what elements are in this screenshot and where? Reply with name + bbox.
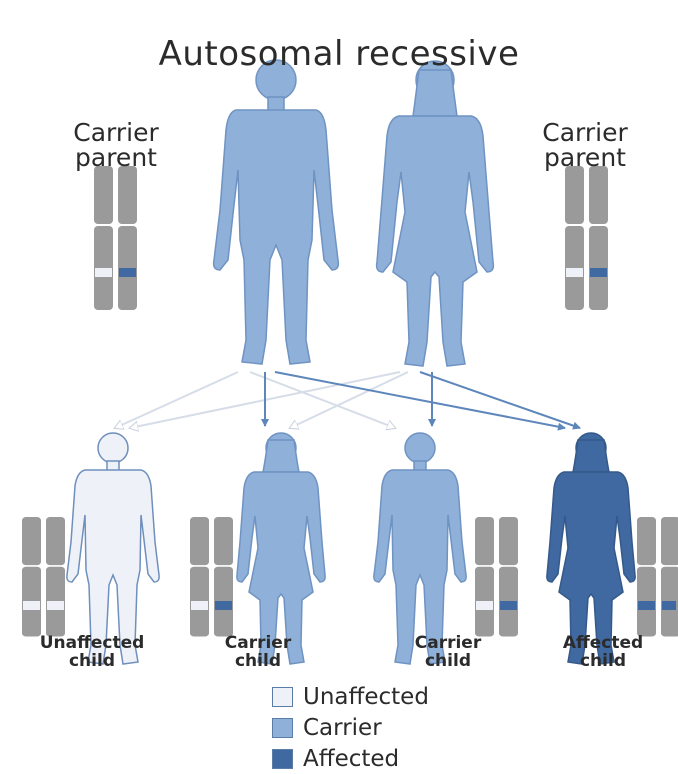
legend-item-affected: Affected [272, 743, 429, 774]
allele-normal [47, 601, 64, 610]
legend-label-unaffected: Unaffected [303, 684, 429, 710]
child-label-4: Affected child [528, 634, 678, 670]
mother-figure [377, 61, 494, 366]
child-label-3-line2: child [373, 652, 523, 670]
child-label-1-line2: child [17, 652, 167, 670]
unaffected-child-figure [67, 433, 159, 664]
right-parent-label: Carrier parent [510, 120, 660, 170]
allele-normal [476, 601, 493, 610]
legend-item-carrier: Carrier [272, 712, 429, 743]
child1-chromosomes [22, 517, 65, 637]
diagram-title: Autosomal recessive [0, 34, 678, 74]
inheritance-arrows [115, 372, 580, 428]
allele-normal [566, 268, 583, 277]
legend-label-carrier: Carrier [303, 715, 382, 741]
legend-swatch-carrier [272, 718, 293, 738]
carrier-child-figure-1 [237, 433, 325, 664]
child-label-3: Carrier child [373, 634, 523, 670]
allele-mutant [500, 601, 517, 610]
right-parent-chromosomes [565, 166, 608, 310]
allele-mutant [662, 601, 676, 610]
allele-mutant [215, 601, 232, 610]
allele-normal [23, 601, 40, 610]
allele-mutant [119, 268, 136, 277]
affected-child-figure [547, 433, 635, 664]
allele-mutant [590, 268, 607, 277]
child3-chromosomes [475, 517, 518, 637]
child-label-4-line2: child [528, 652, 678, 670]
left-parent-chromosomes [94, 166, 137, 310]
arrow-mutant [275, 372, 565, 428]
left-parent-label: Carrier parent [41, 120, 191, 170]
child-label-4-line1: Affected [528, 634, 678, 652]
father-figure [214, 60, 339, 364]
child-label-1-line1: Unaffected [17, 634, 167, 652]
child4-chromosomes [637, 517, 678, 637]
carrier-child-figure-2 [374, 433, 466, 664]
legend-label-affected: Affected [303, 746, 399, 772]
allele-normal [95, 268, 112, 277]
arrow-mutant [420, 372, 580, 428]
allele-normal [191, 601, 208, 610]
legend-swatch-unaffected [272, 687, 293, 707]
legend: Unaffected Carrier Affected [272, 681, 429, 774]
child-label-2-line2: child [183, 652, 333, 670]
child-label-2: Carrier child [183, 634, 333, 670]
child-label-3-line1: Carrier [373, 634, 523, 652]
child-label-1: Unaffected child [17, 634, 167, 670]
allele-mutant [638, 601, 655, 610]
legend-item-unaffected: Unaffected [272, 681, 429, 712]
child2-chromosomes [190, 517, 233, 637]
arrow-normal [115, 372, 238, 428]
child-label-2-line1: Carrier [183, 634, 333, 652]
legend-swatch-affected [272, 749, 293, 769]
arrow-normal [290, 372, 408, 428]
